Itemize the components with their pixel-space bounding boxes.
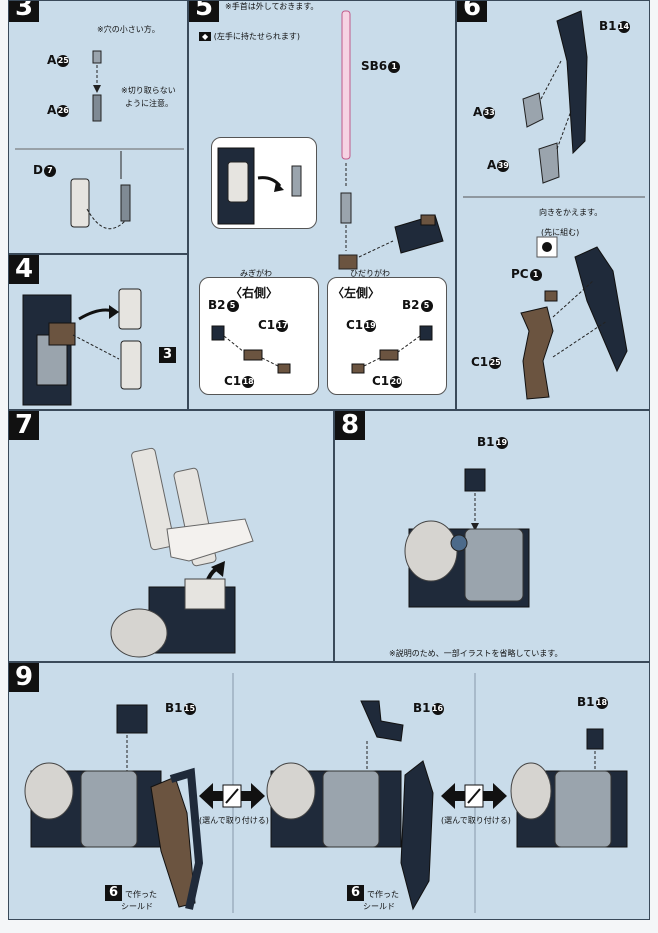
- step-5-left-title: 〈左側〉: [332, 286, 381, 300]
- step-3-note-top: ※穴の小さい方。: [97, 25, 160, 34]
- swap-arrows-icon: [441, 783, 507, 809]
- step-5-right-title: 〈右側〉: [230, 286, 279, 300]
- step-4-illustration: [22, 288, 142, 406]
- step-5-detail-box: [211, 137, 317, 229]
- step-9-ref-2-made: で作った: [367, 890, 399, 899]
- step-7-panel: 7: [8, 410, 334, 662]
- step-6-label-a39: A39: [487, 158, 510, 172]
- step-4-ref-step: 3: [159, 347, 177, 363]
- step-5-number: 5: [189, 1, 220, 22]
- step-9-ref-2-shield: シールド: [363, 902, 395, 911]
- step-4-panel: 4 3: [8, 254, 188, 410]
- step-5-right-parts: [211, 325, 291, 374]
- step-5-right-c1a: C117: [258, 318, 289, 332]
- step-9-ref-1-made: で作った: [125, 890, 157, 899]
- step-3-illustration: [15, 50, 184, 230]
- step-6-label-b1: B114: [599, 19, 630, 33]
- step-6-label-a33: A33: [473, 105, 496, 119]
- step-3-note-mid-2: ように注意。: [125, 99, 173, 108]
- step-9-panel: 9 B115 6 で作った シールド (選んで取り付ける) B116: [8, 662, 650, 920]
- step-9-swap-2-note: (選んで取り付ける): [441, 816, 511, 825]
- step-9-option-2-illustration: [266, 700, 434, 911]
- step-9-option-3-illustration: [510, 728, 628, 848]
- step-9-ref-2-num: 6: [347, 885, 365, 901]
- step-6-number: 6: [457, 1, 488, 22]
- step-5-note-top: ※手首は外しておきます。: [225, 2, 319, 11]
- step-6-note-direction: 向きをかえます。: [539, 208, 603, 217]
- step-8-footnote: ※説明のため、一部イラストを省略しています。: [389, 649, 563, 658]
- step-9-swap-1-note: (選んで取り付ける): [199, 816, 269, 825]
- step-4-number: 4: [9, 255, 40, 284]
- step-5-left-ruby: ひだりがわ: [350, 269, 390, 278]
- step-3-number: 3: [9, 1, 40, 22]
- step-3-note-mid-1: ※切り取らない: [121, 86, 176, 95]
- swap-arrows-icon: [199, 783, 265, 809]
- step-5-illustration: [338, 10, 444, 270]
- step-7-number: 7: [9, 411, 40, 440]
- step-8-number: 8: [335, 411, 366, 440]
- step-9-label-b1-15: B115: [165, 701, 196, 715]
- step-9-number: 9: [9, 663, 40, 692]
- step-5-detail-illustration: [217, 147, 302, 225]
- step-5-note-hint: ◆ (左手に持たせられます): [199, 31, 300, 42]
- step-7-illustration: [110, 447, 254, 658]
- step-5-left-parts: [351, 325, 433, 374]
- step-6-note-assemble: (先に組む): [541, 228, 580, 237]
- step-6-illustration: [463, 10, 645, 400]
- step-9-ref-1-shield: シールド: [121, 902, 153, 911]
- step-6-label-c1: C125: [471, 355, 502, 369]
- step-3-label-a25: A25: [47, 53, 70, 67]
- step-9-ref-1-num: 6: [105, 885, 123, 901]
- step-5-right-c1b: C118: [224, 374, 255, 388]
- step-5-left-c1b: C120: [372, 374, 403, 388]
- step-3-label-a26: A26: [47, 103, 70, 117]
- step-9-option-1-illustration: [24, 704, 204, 910]
- step-9-label-b1-18: B118: [577, 695, 608, 709]
- step-8-label-b1: B119: [477, 435, 508, 449]
- step-5-left-c1a: C119: [346, 318, 377, 332]
- step-8-illustration: [404, 468, 530, 608]
- hand-hint-icon: ◆: [199, 32, 212, 41]
- step-5-right-ruby: みぎがわ: [240, 269, 272, 278]
- step-8-panel: 8 B119 ※説明のため、一部イラストを省略しています。: [334, 410, 650, 662]
- step-9-label-b1-16: B116: [413, 701, 444, 715]
